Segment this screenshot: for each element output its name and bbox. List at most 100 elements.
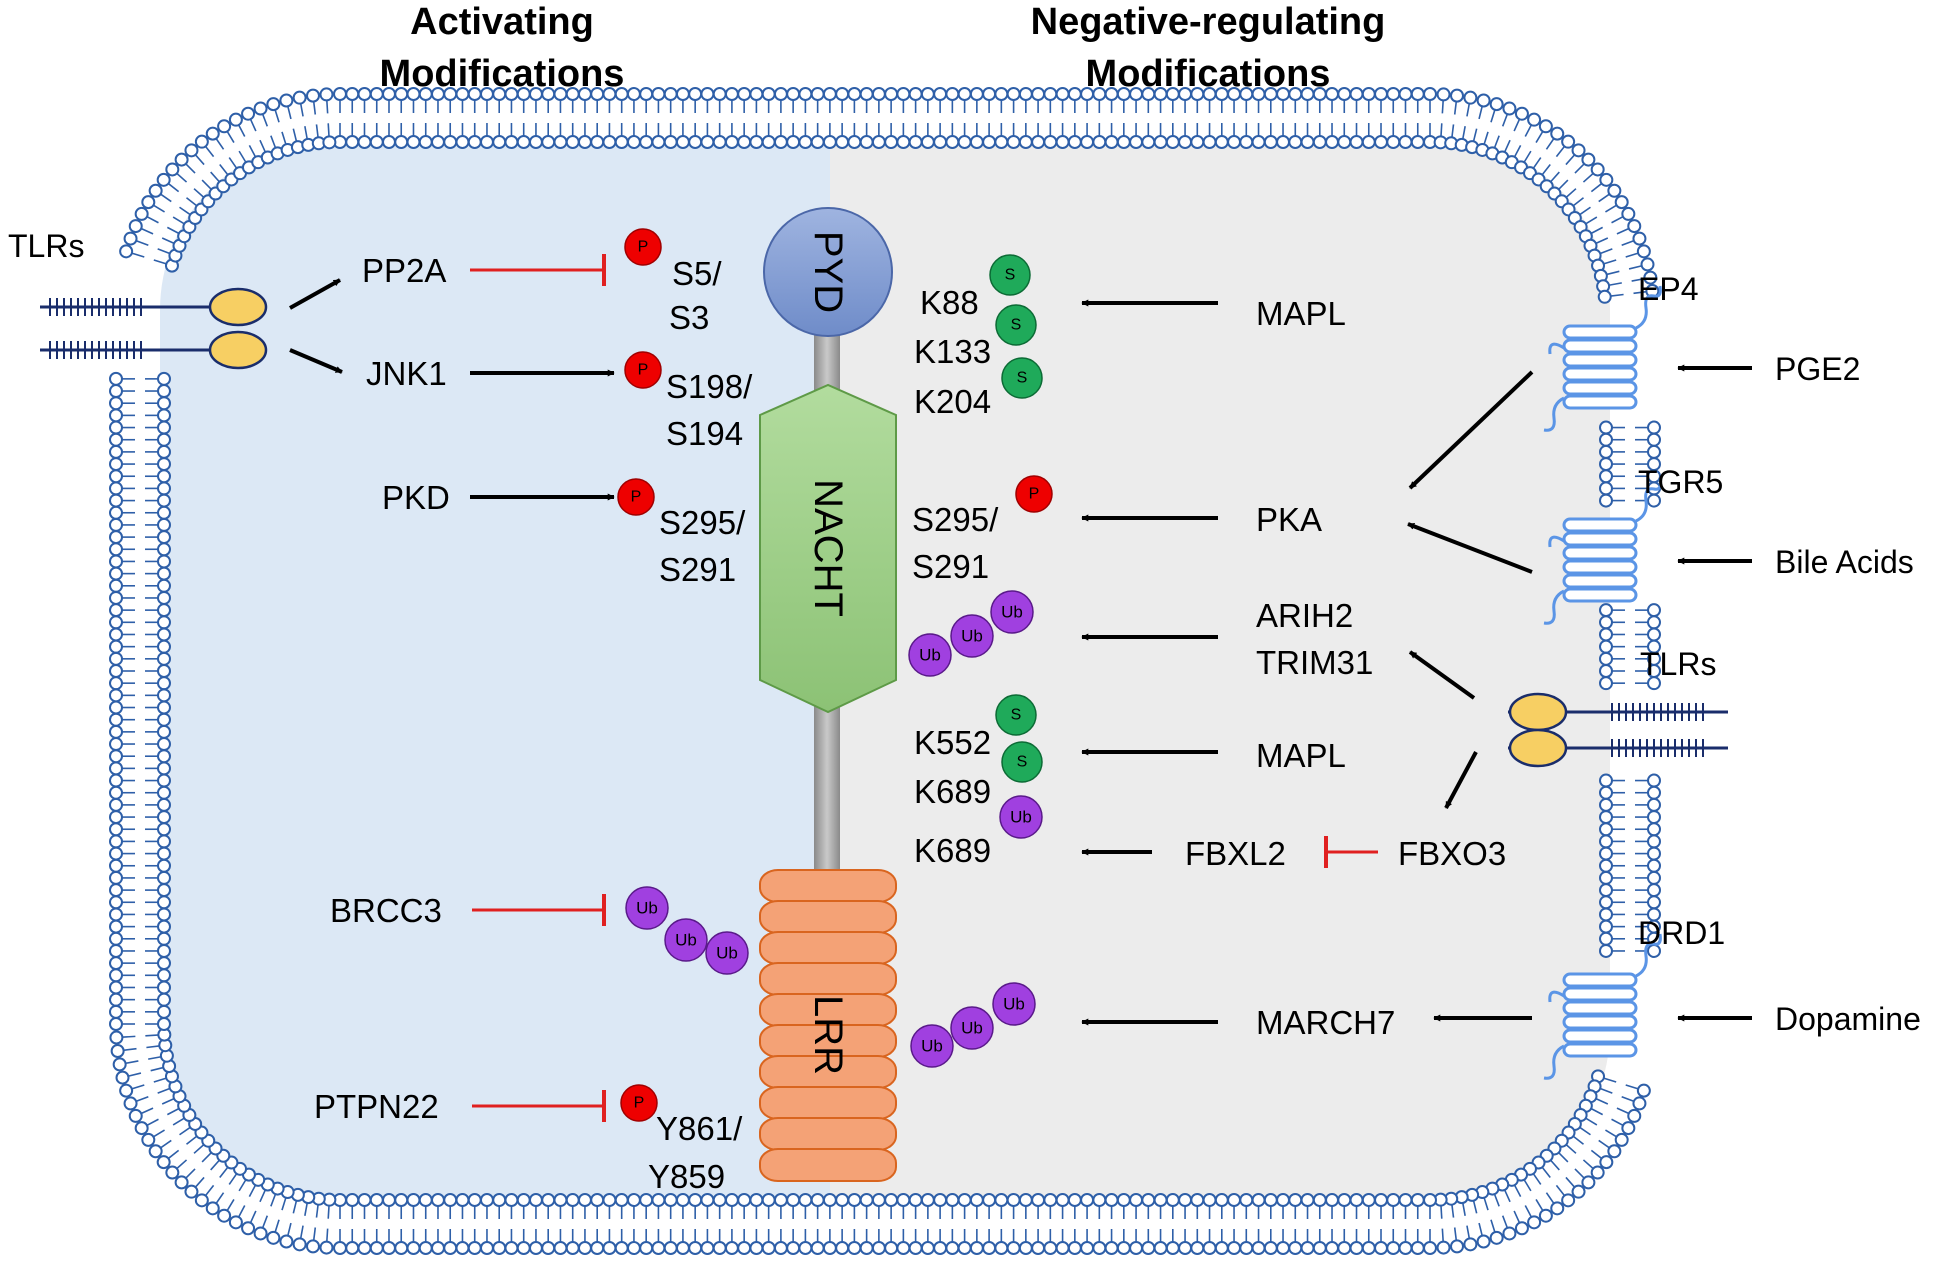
arrow-tlr-to-pp2a (289, 278, 341, 310)
trim31-label: TRIM31 (1256, 644, 1373, 681)
ubiquitin-badge-text: Ub (716, 944, 738, 963)
pyd-label: PYD (806, 231, 850, 313)
nacht-domain (759, 383, 897, 714)
gpcr-receptors (1543, 285, 1662, 1080)
pathway-arrows (289, 254, 1752, 1122)
sumo-badge: S (995, 304, 1037, 346)
arih2-label: ARIH2 (1256, 597, 1353, 634)
arrow-tlr-to-jnk1 (289, 348, 343, 374)
ubiquitin-badge: Ub (950, 614, 994, 658)
tgr5-label: TGR5 (1638, 464, 1723, 500)
lrr-repeat (759, 869, 897, 903)
pka-label: PKA (1256, 501, 1322, 538)
site-y861: Y861/ (656, 1110, 743, 1147)
ubiquitin-badge-text: Ub (921, 1037, 943, 1056)
ubiquitin-badge: Ub (664, 918, 708, 962)
phospho-badge: P (620, 1084, 658, 1122)
cell-interior (160, 140, 1610, 1200)
negative-labels: MAPL PKA ARIH2 TRIM31 MAPL FBXL2 FBXO3 M… (912, 284, 1506, 1041)
march7-label: MARCH7 (1256, 1004, 1395, 1041)
site-k88: K88 (920, 284, 979, 321)
phospho-badge-text: P (638, 239, 649, 256)
phospho-badge: P (617, 478, 655, 516)
tlr-adaptor (1508, 692, 1568, 732)
receptor-labels: EP4 TGR5 DRD1 (1638, 271, 1725, 951)
ubiquitin-badge-text: Ub (961, 1019, 983, 1038)
lrr-repeat (759, 931, 897, 965)
site-s291-neg: S291 (912, 548, 989, 585)
sumo-badge: S (995, 694, 1037, 736)
sumo-badge: S (989, 254, 1031, 296)
arrow-tlr-to-trim31 (1408, 650, 1476, 700)
ep4-label: EP4 (1638, 271, 1698, 307)
arrow-ep4-to-pka (1408, 370, 1534, 490)
ubiquitin-badge: Ub (990, 590, 1034, 634)
site-k204: K204 (914, 383, 991, 420)
header-activating-line1: Activating (410, 1, 594, 43)
cell-membrane (109, 87, 1661, 1255)
ubiquitin-badge-text: Ub (636, 899, 658, 918)
ubiquitin-badge-text: Ub (675, 931, 697, 950)
mapl-mid-label: MAPL (1256, 737, 1346, 774)
site-s3: S3 (669, 299, 709, 336)
phospho-badge-text: P (638, 362, 649, 379)
phospho-badge: P (1015, 475, 1053, 513)
site-s295-act: S295/ (659, 504, 746, 541)
pge2-label: PGE2 (1775, 351, 1860, 387)
nacht-label: NACHT (806, 479, 850, 617)
bile-acids-label: Bile Acids (1775, 544, 1914, 580)
arrow-tgr5-to-pka (1407, 522, 1533, 574)
site-k689a: K689 (914, 773, 991, 810)
ubiquitin-badge: Ub (625, 886, 669, 930)
ubiquitin-badge: Ub (705, 931, 749, 975)
lrr-repeat (759, 1148, 897, 1182)
mapl-top-label: MAPL (1256, 295, 1346, 332)
phospho-badge: P (624, 228, 662, 266)
lrr-label: LRR (806, 995, 850, 1075)
phospho-badge-text: P (631, 489, 642, 506)
ubiquitin-badge-text: Ub (919, 646, 941, 665)
phospho-badge-text: P (634, 1095, 645, 1112)
dopamine-label: Dopamine (1775, 1001, 1921, 1037)
lrr-repeat (759, 1086, 897, 1120)
header-activating-line2: Modifications (380, 53, 625, 95)
site-s5: S5/ (672, 255, 722, 292)
sumo-badge: S (1001, 357, 1043, 399)
ubiquitin-badge: Ub (910, 1024, 954, 1068)
header-negative-line1: Negative-regulating (1031, 1, 1386, 43)
section-headers: Activating Modifications Negative-regula… (380, 1, 1386, 95)
ubiquitin-badge: Ub (992, 982, 1036, 1026)
ubiquitin-badge: Ub (908, 633, 952, 677)
tlr-receptor-left: TLRs (8, 228, 268, 370)
activating-labels: PP2A JNK1 PKD BRCC3 PTPN22 S5/ S3 S198/ … (314, 252, 753, 1195)
jnk1-label: JNK1 (366, 355, 447, 392)
ep4-receptor (1543, 285, 1662, 432)
nlrp3-protein: PYD NACHT LRR (759, 207, 897, 1182)
tlr-receptor-right: TLRs (1508, 646, 1728, 768)
site-s198: S198/ (666, 368, 753, 405)
pkd-label: PKD (382, 479, 450, 516)
fbxo3-label: FBXO3 (1398, 835, 1506, 872)
ubiquitin-badge-text: Ub (1001, 603, 1023, 622)
pyd-domain (763, 207, 893, 337)
site-s194: S194 (666, 415, 743, 452)
tlrs-right-label: TLRs (1640, 646, 1716, 682)
site-k552: K552 (914, 724, 991, 761)
sumo-badge-text: S (1017, 370, 1028, 387)
drd1-receptor (1543, 933, 1662, 1080)
drd1-label: DRD1 (1638, 915, 1725, 951)
brcc3-label: BRCC3 (330, 892, 442, 929)
site-s291-act: S291 (659, 551, 736, 588)
sumo-badge-text: S (1017, 754, 1028, 771)
site-k689b: K689 (914, 832, 991, 869)
tlr-adaptor (1508, 728, 1568, 768)
site-y859: Y859 (648, 1158, 725, 1195)
phospho-badge-text: P (1029, 486, 1040, 503)
ubiquitin-badge-text: Ub (1010, 808, 1032, 827)
lrr-repeat (759, 1117, 897, 1151)
tlrs-left-label: TLRs (8, 228, 84, 264)
header-negative-line2: Modifications (1086, 53, 1331, 95)
phospho-badge: P (624, 351, 662, 389)
